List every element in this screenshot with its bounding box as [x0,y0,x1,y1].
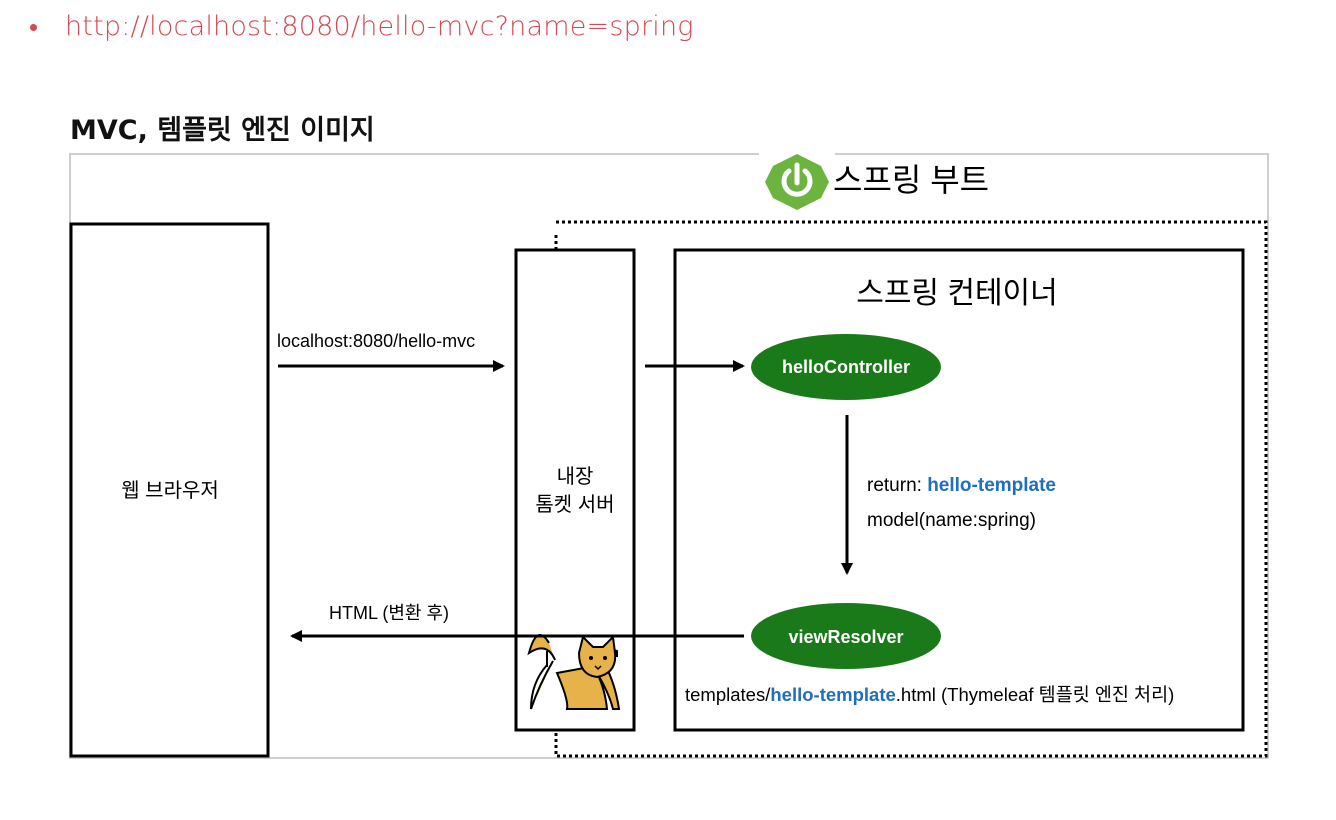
web-browser-label: 웹 브라우저 [121,479,219,502]
spring-boot-region [554,220,1268,758]
return-value: hello-template [927,475,1056,496]
template-path-label: templates/hello-template.html (Thymeleaf… [685,684,1174,705]
spring-container-label: 스프링 컨테이너 [856,277,1058,310]
tomcat-server-box [514,248,636,732]
template-path-prefix: templates/ [685,684,771,705]
tomcat-label-line1: 내장 [557,465,594,488]
view-resolver-label: viewResolver [788,627,903,647]
template-path-suffix: .html (Thymeleaf 템플릿 엔진 처리) [896,684,1174,705]
hello-controller-node [751,334,941,400]
bullet-dot [30,23,37,31]
hello-mvc-link[interactable]: http://localhost:8080/hello-mvc?name=spr… [65,10,694,42]
model-label: model(name:spring) [867,510,1036,531]
return-prefix: return: [867,475,927,496]
mvc-diagram-svg: 스프링 부트 웹 브라우저 내장 톰켓 서버 스프링 컨테이너 localhos… [69,153,1269,759]
tomcat-label-line2: 톰켓 서버 [535,493,614,516]
hello-controller-label: helloController [782,357,910,377]
return-label: return: hello-template [867,475,1056,496]
mvc-diagram: 스프링 부트 웹 브라우저 내장 톰켓 서버 스프링 컨테이너 localhos… [69,153,1269,759]
spring-power-icon [759,153,835,211]
bullet-item: http://localhost:8080/hello-mvc?name=spr… [30,8,694,44]
section-title: MVC, 템플릿 엔진 이미지 [70,115,375,146]
response-label: HTML (변환 후) [329,603,449,623]
request-url-label: localhost:8080/hello-mvc [277,331,475,351]
web-browser-box [69,222,270,758]
template-path-name: hello-template [770,684,895,705]
spring-boot-label: 스프링 부트 [833,162,989,198]
view-resolver-node [751,603,941,669]
